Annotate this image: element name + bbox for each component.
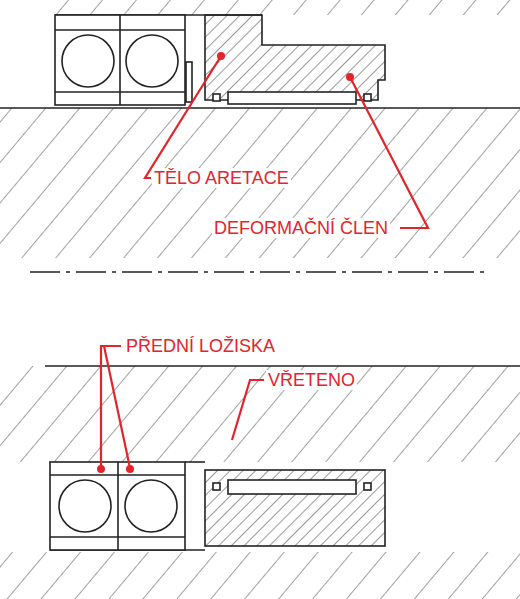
center-line (30, 271, 490, 272)
part-label: VŘETENO (266, 370, 357, 390)
leader-dots (97, 52, 354, 473)
deformation-member (228, 92, 356, 104)
bearing (55, 15, 185, 105)
lower-half (0, 366, 520, 599)
upper-half (0, 0, 520, 258)
part-label: TĚLO ARETACE (152, 168, 291, 188)
spindle-hatch (0, 366, 520, 462)
locking-body (205, 15, 385, 100)
locking-body (205, 470, 385, 546)
leader-lines (101, 56, 428, 468)
part-label: PŘEDNÍ LOŽISKA (124, 336, 277, 356)
part-label: DEFORMAČNÍ ČLEN (212, 218, 390, 238)
deformation-member (228, 480, 356, 494)
spindle-hatch (0, 108, 520, 258)
bearing (50, 462, 185, 550)
